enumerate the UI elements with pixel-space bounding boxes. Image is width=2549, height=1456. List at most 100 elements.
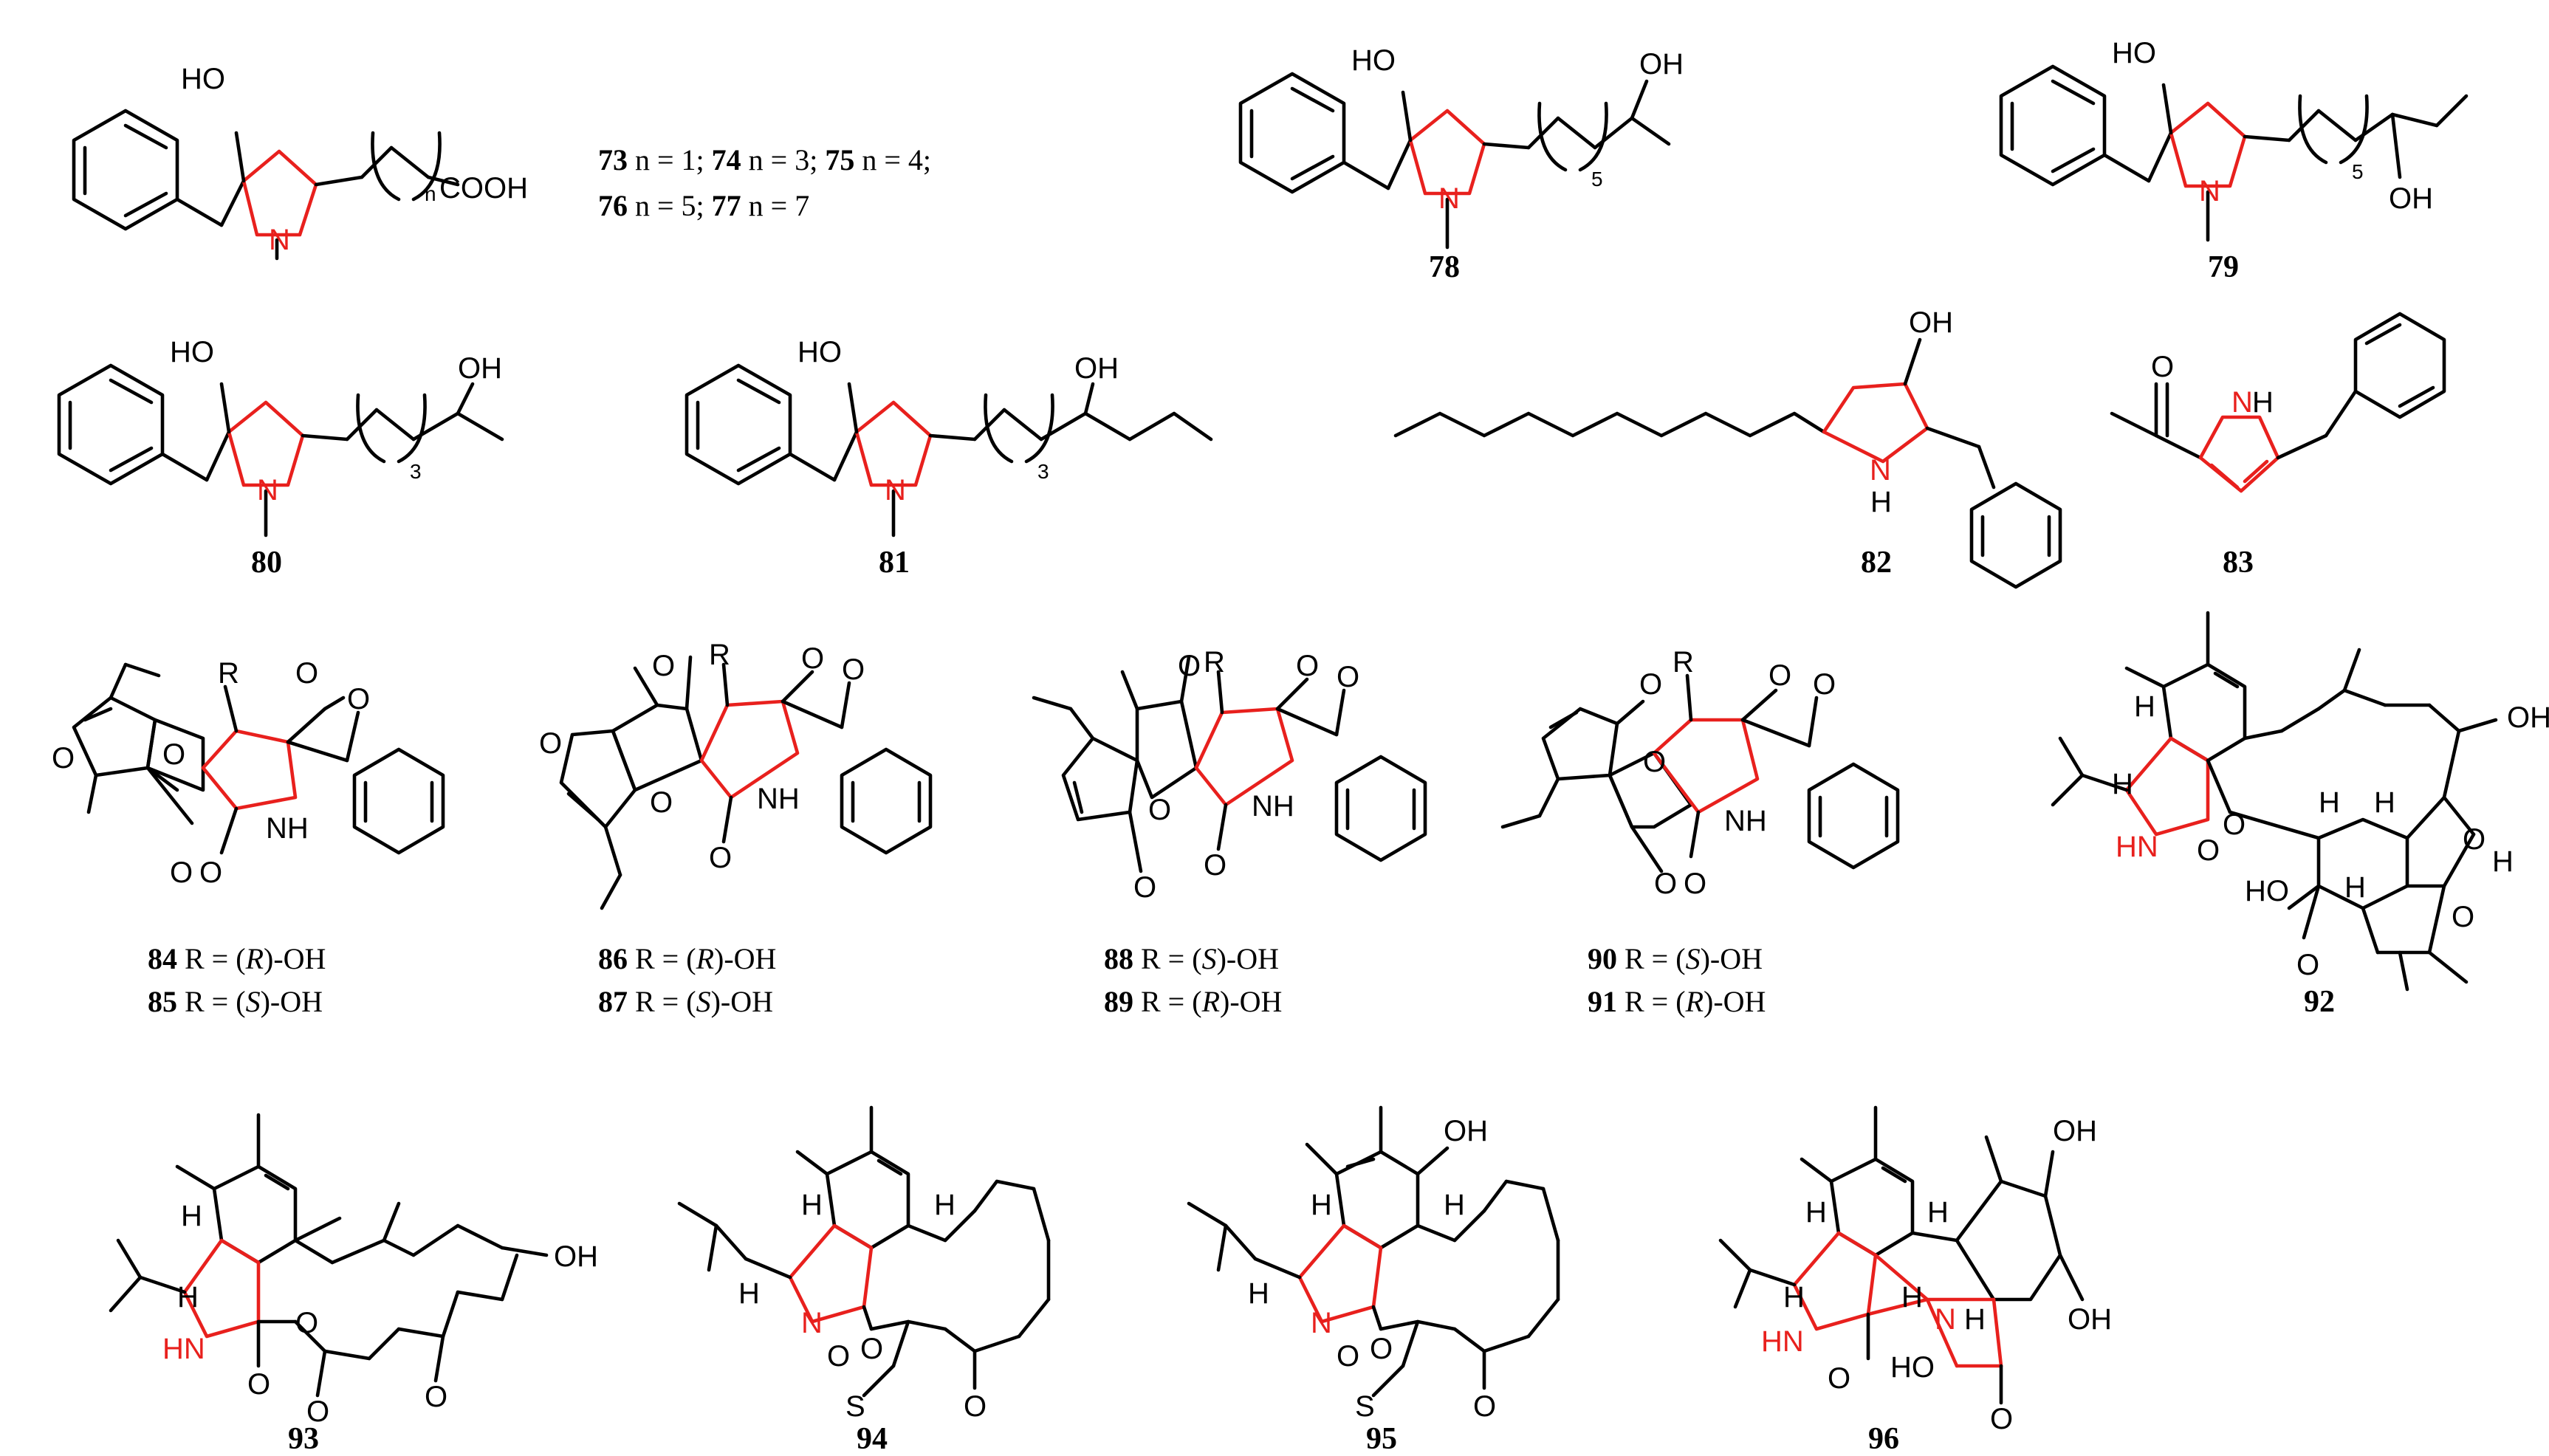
- compound-label-83: 83: [2223, 546, 2254, 580]
- atom-h: H: [2374, 786, 2395, 819]
- structure-94: [677, 1105, 1051, 1398]
- atom-n: N: [269, 224, 290, 256]
- atom-o: O: [1768, 659, 1791, 692]
- atom-o: O: [1813, 668, 1836, 701]
- atom-o: O: [1337, 661, 1359, 693]
- atom-o: O: [1684, 868, 1706, 900]
- atom-ho: HO: [2245, 875, 2289, 907]
- atom-o: O: [2223, 808, 2246, 841]
- compound-label-78: 78: [1429, 250, 1460, 284]
- compound-73-77-line-2: 76 n = 5; 77 n = 7: [598, 189, 809, 222]
- atom-h: H: [1901, 1281, 1923, 1314]
- atom-o: O: [2452, 901, 2474, 933]
- atom-oh: OH: [2068, 1303, 2112, 1336]
- atom-o: O: [1370, 1333, 1393, 1365]
- atom-nh: NH: [757, 783, 800, 815]
- atom-hn: HN: [1761, 1325, 1804, 1358]
- atom-nh: NH: [266, 812, 309, 845]
- compound-label-81: 81: [879, 546, 910, 580]
- atom-h: H: [1964, 1303, 1986, 1336]
- atom-o: O: [1639, 668, 1662, 701]
- atom-oh: OH: [2507, 701, 2549, 734]
- atom-h: H: [2492, 845, 2514, 878]
- atom-o: O: [306, 1395, 329, 1428]
- structure-92: [2051, 611, 2498, 992]
- compound-caption-90: 90 R = (S)-OH: [1588, 942, 1763, 975]
- atom-h: H: [2134, 690, 2155, 723]
- atom-subscript-5: 5: [2352, 160, 2364, 183]
- atom-o: O: [539, 727, 562, 760]
- atom-o: O: [295, 657, 318, 690]
- atom-h: H: [177, 1281, 199, 1314]
- atom-o: O: [1148, 794, 1171, 826]
- atom-o: O: [652, 650, 675, 682]
- atom-h: H: [1248, 1277, 1269, 1310]
- atom-h: H: [2319, 786, 2340, 819]
- atom-h: H: [181, 1200, 202, 1232]
- atom-o: O: [650, 786, 673, 819]
- atom-subscript-n: n: [425, 182, 436, 205]
- atom-s: S: [1355, 1390, 1375, 1423]
- structure-78: [1238, 72, 1671, 250]
- compound-caption-86: 86 R = (R)-OH: [598, 942, 776, 975]
- structure-79: [1999, 64, 2469, 242]
- atom-n: N: [1438, 182, 1460, 215]
- atom-o: O: [247, 1368, 270, 1401]
- atom-o: O: [2197, 834, 2220, 867]
- structure-81: [685, 363, 1213, 538]
- atom-o: O: [1337, 1340, 1359, 1373]
- atom-o: O: [347, 683, 370, 715]
- compound-caption-88: 88 R = (S)-OH: [1104, 942, 1279, 975]
- compound-caption-84: 84 R = (R)-OH: [148, 942, 326, 975]
- atom-ho: HO: [1890, 1351, 1935, 1384]
- atom-n: N: [1311, 1307, 1332, 1339]
- atom-h: H: [934, 1189, 956, 1221]
- atom-n: N: [1870, 454, 1891, 487]
- atom-o: O: [2296, 949, 2319, 981]
- atom-h: H: [2112, 768, 2133, 800]
- compound-label-96: 96: [1868, 1422, 1899, 1456]
- atom-nh: NH: [1252, 790, 1294, 823]
- compound-label-94: 94: [857, 1422, 888, 1456]
- atom-oh: OH: [1639, 48, 1684, 80]
- atom-o: O: [801, 642, 824, 675]
- atom-o: O: [425, 1381, 447, 1413]
- structure-90-91: [1500, 673, 1900, 873]
- atom-o: O: [170, 856, 193, 889]
- atom-o: O: [1828, 1362, 1850, 1395]
- atom-subscript-5: 5: [1591, 168, 1603, 190]
- atom-s: S: [845, 1390, 865, 1423]
- atom-o: O: [1473, 1390, 1496, 1423]
- atom-o: O: [964, 1390, 987, 1423]
- atom-o: O: [1296, 650, 1319, 682]
- compound-caption-89: 89 R = (R)-OH: [1104, 985, 1282, 1018]
- atom-n: N: [885, 474, 906, 506]
- atom-o: O: [1990, 1403, 2013, 1435]
- atom-oh: OH: [1444, 1115, 1488, 1147]
- atom-hn: HN: [162, 1333, 205, 1365]
- atom-r: R: [218, 657, 239, 690]
- compound-label-92: 92: [2304, 985, 2335, 1019]
- atom-ho: HO: [170, 336, 214, 368]
- compound-73-77-line-1: 73 n = 1; 74 n = 3; 75 n = 4;: [598, 143, 931, 176]
- structure-95: [1187, 1105, 1560, 1398]
- atom-o: O: [2463, 823, 2485, 856]
- atom-ho: HO: [1351, 44, 1396, 77]
- atom-n: N: [2199, 175, 2220, 207]
- atom-nh: NH: [1724, 805, 1767, 837]
- atom-ho: HO: [181, 63, 225, 95]
- atom-o: O: [827, 1340, 850, 1373]
- atom-o: O: [709, 842, 732, 874]
- atom-h: H: [1870, 486, 1892, 518]
- compound-label-80: 80: [251, 546, 282, 580]
- atom-o: O: [162, 738, 185, 771]
- structure-84-85: [72, 662, 445, 855]
- atom-o: O: [1643, 746, 1666, 778]
- structure-73-77: [72, 109, 460, 261]
- compound-caption-91: 91 R = (R)-OH: [1588, 985, 1766, 1018]
- atom-n: N: [2231, 386, 2253, 419]
- compound-label-79: 79: [2208, 250, 2239, 284]
- atom-oh: OH: [458, 352, 502, 385]
- atom-n: N: [1935, 1303, 1956, 1336]
- atom-subscript-3: 3: [1037, 460, 1049, 483]
